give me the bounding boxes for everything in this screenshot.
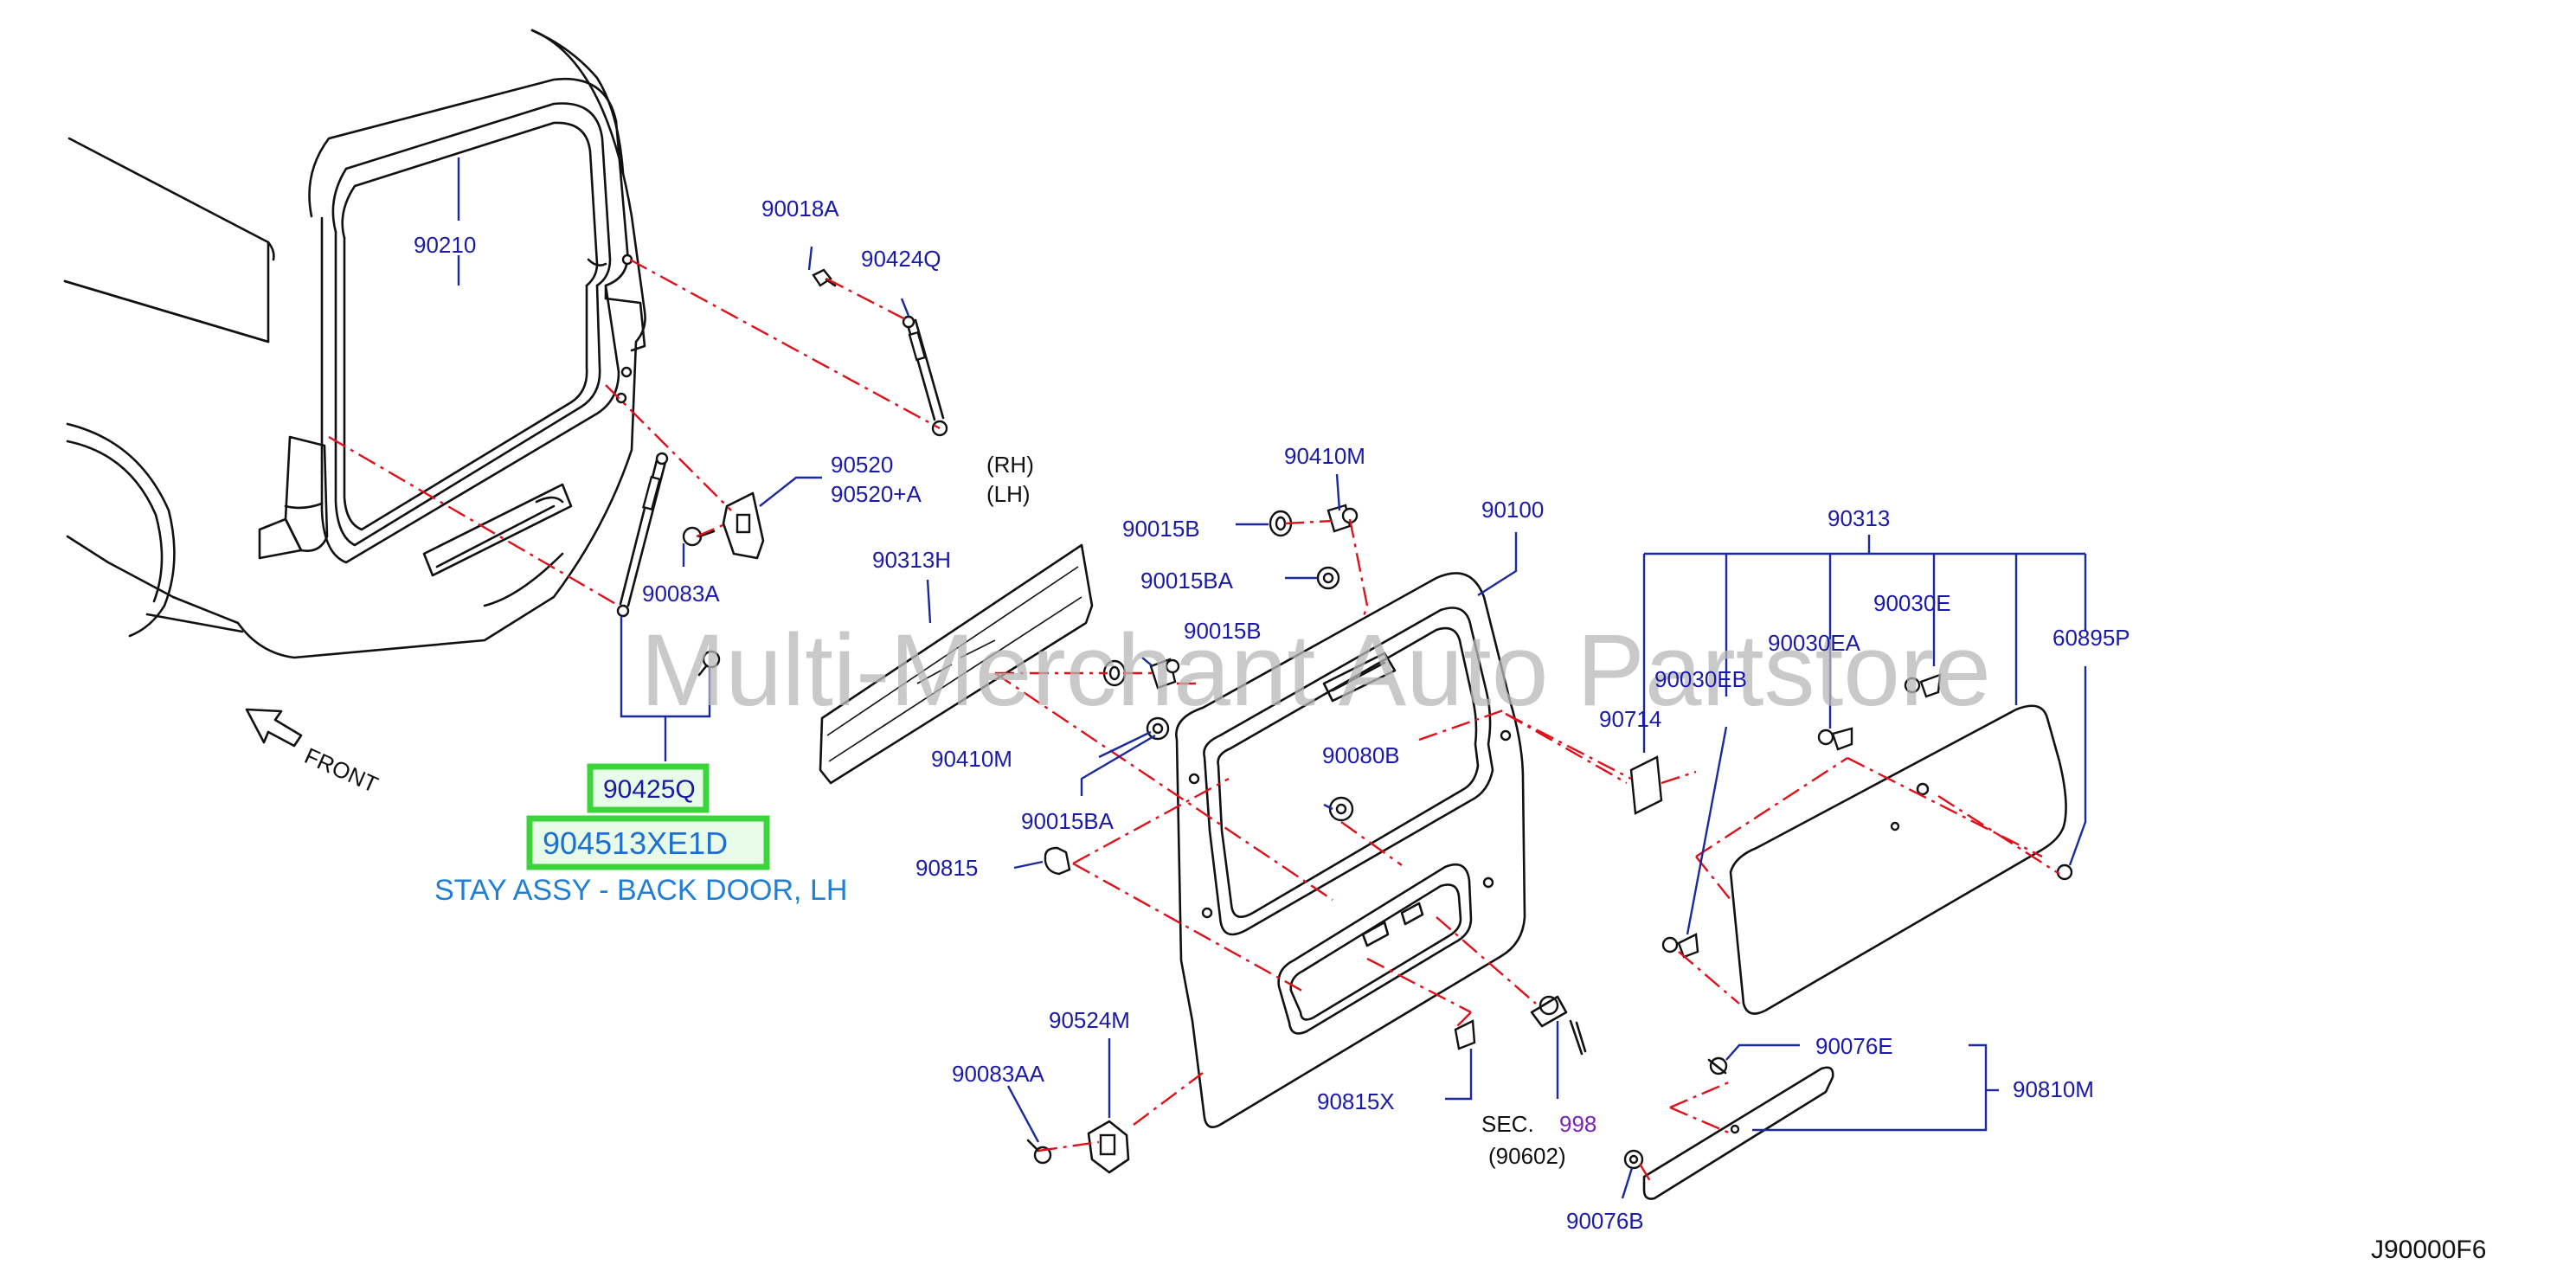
part-label-90015B-mid[interactable]: 90015B: [1184, 618, 1262, 644]
part-label-90076E[interactable]: 90076E: [1815, 1033, 1893, 1059]
part-label-60895P[interactable]: 60895P: [2052, 625, 2130, 651]
part-label-90520A[interactable]: 90520+A: [831, 481, 922, 507]
part-label-90313[interactable]: 90313: [1828, 505, 1890, 531]
front-direction-arrow: FRONT: [245, 708, 382, 798]
vehicle-body: [63, 29, 646, 659]
side-label-lh: (LH): [986, 481, 1031, 507]
part-label-90018A[interactable]: 90018A: [761, 196, 839, 221]
assembly-lines: [328, 258, 2060, 1186]
part-label-90083A[interactable]: 90083A: [642, 581, 720, 607]
part-labels: 90210 90018A 90424Q 90520 90520+A (RH) (…: [414, 196, 2130, 1234]
part-label-90425Q[interactable]: 90425Q: [603, 775, 696, 804]
stay-strut-90424Q: [902, 315, 948, 437]
back-door-panel: [1175, 572, 1526, 1128]
part-label-90424Q[interactable]: 90424Q: [861, 246, 941, 272]
highlight-box-904513XE1D[interactable]: [526, 815, 770, 870]
part-label-90030EB[interactable]: 90030EB: [1654, 666, 1747, 692]
section-number-link[interactable]: 998: [1559, 1111, 1596, 1137]
part-label-90015B-top[interactable]: 90015B: [1122, 516, 1200, 542]
highlighted-part[interactable]: 90425Q 904513XE1D STAY ASSY - BACK DOOR,…: [434, 763, 847, 907]
back-window-glass: [1729, 704, 2067, 1015]
part-label-90524M[interactable]: 90524M: [1049, 1007, 1130, 1033]
part-label-90520[interactable]: 90520: [831, 452, 893, 478]
part-label-90083AA[interactable]: 90083AA: [952, 1061, 1045, 1087]
part-label-90810M[interactable]: 90810M: [2013, 1076, 2094, 1102]
license-garnish-90810M: [1642, 1066, 1834, 1200]
part-number-904513XE1D[interactable]: 904513XE1D: [543, 825, 728, 861]
part-label-90815[interactable]: 90815: [915, 855, 978, 881]
front-label: FRONT: [301, 742, 382, 798]
part-label-90410M-mid[interactable]: 90410M: [931, 746, 1012, 772]
part-label-90815X[interactable]: 90815X: [1317, 1088, 1395, 1114]
part-label-90015BA-mid[interactable]: 90015BA: [1021, 808, 1115, 834]
diagram-code: J90000F6: [2371, 1236, 2486, 1264]
part-label-90313H[interactable]: 90313H: [872, 547, 951, 573]
part-label-90076B[interactable]: 90076B: [1566, 1208, 1644, 1234]
part-description: STAY ASSY - BACK DOOR, LH: [434, 874, 847, 907]
part-label-90210[interactable]: 90210: [414, 232, 476, 258]
part-label-90015BA-top[interactable]: 90015BA: [1140, 568, 1234, 594]
highlight-box-90425Q[interactable]: [587, 763, 710, 813]
trim-panel-90313H: [819, 543, 1094, 785]
watermark-text: Multi-Merchant Auto Partstore: [640, 613, 1991, 728]
side-label-rh: (RH): [986, 452, 1034, 478]
section-reference: (90602): [1488, 1143, 1566, 1169]
part-label-90714[interactable]: 90714: [1599, 706, 1661, 732]
stay-strut-90425Q: [616, 452, 669, 618]
small-parts: [682, 268, 2073, 1174]
part-label-90030EA[interactable]: 90030EA: [1768, 630, 1861, 656]
section-label: SEC.: [1481, 1111, 1534, 1137]
part-label-90080B[interactable]: 90080B: [1322, 742, 1400, 768]
part-label-90030E[interactable]: 90030E: [1873, 590, 1951, 616]
part-label-90100[interactable]: 90100: [1481, 497, 1544, 523]
part-label-90410M-top[interactable]: 90410M: [1284, 443, 1365, 469]
leader-lines: [457, 157, 2087, 1199]
